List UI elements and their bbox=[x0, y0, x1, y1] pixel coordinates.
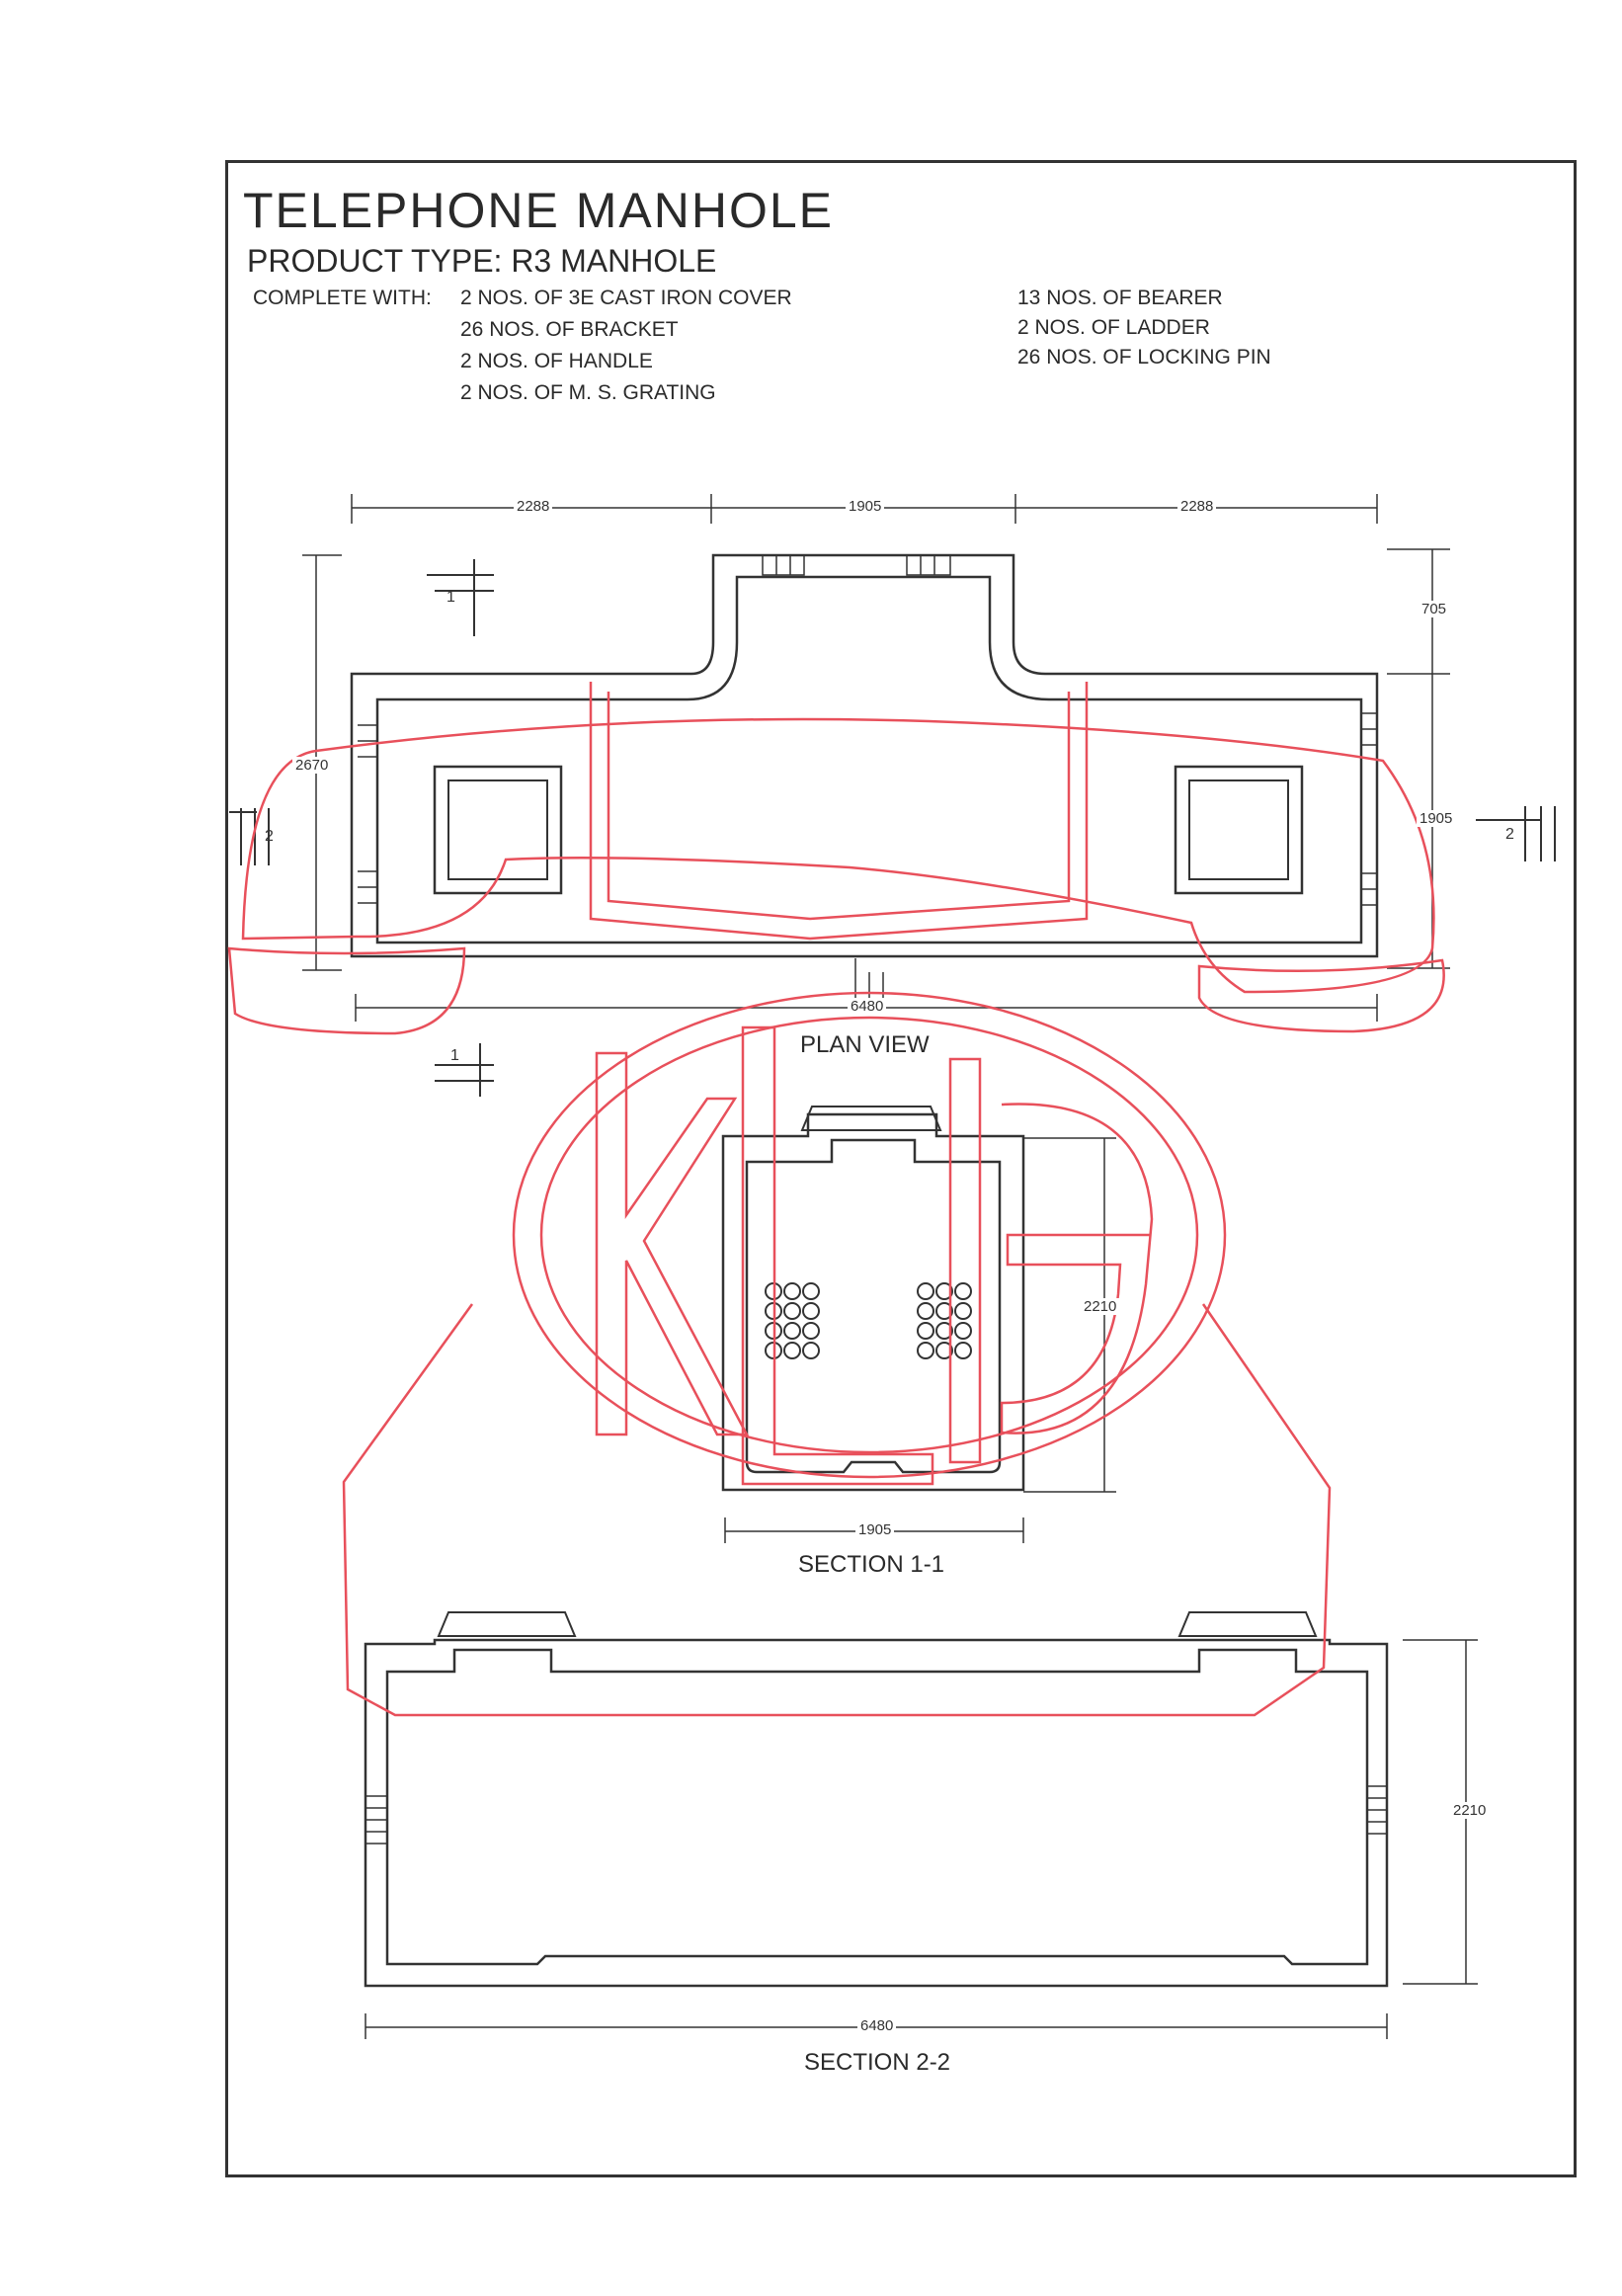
dim-overall-length: 6480 bbox=[848, 998, 887, 1015]
section1-dimension bbox=[724, 1137, 1116, 1543]
dim-section1-width: 1905 bbox=[855, 1521, 895, 1538]
section-mark-2-left: 2 bbox=[265, 828, 274, 845]
section1-caption: SECTION 1-1 bbox=[798, 1551, 945, 1578]
complete-with-label: COMPLETE WITH: bbox=[253, 287, 432, 309]
plan-outer-outline bbox=[350, 553, 1379, 958]
plan-ladder-right bbox=[1361, 712, 1377, 906]
plan-neck-slots bbox=[762, 554, 951, 576]
item-left: 2 NOS. OF M. S. GRATING bbox=[460, 381, 716, 404]
section2-ladder-left bbox=[365, 1795, 387, 1845]
dim-section1-height: 2210 bbox=[1081, 1298, 1120, 1315]
drawing-border bbox=[225, 160, 1577, 2177]
item-left: 26 NOS. OF BRACKET bbox=[460, 318, 679, 341]
section1-cover bbox=[800, 1106, 942, 1131]
plan-ladder-left bbox=[358, 724, 377, 904]
section-mark-2-right: 2 bbox=[1505, 826, 1514, 843]
dim-section2-length: 6480 bbox=[857, 2017, 897, 2034]
klg-stamp bbox=[227, 682, 1445, 1717]
section-cut-marks bbox=[229, 559, 1556, 1097]
section1-inner bbox=[745, 1138, 1002, 1474]
section2-cover-right bbox=[1177, 1611, 1318, 1637]
plan-opening-left bbox=[433, 765, 563, 895]
section-mark-1-top: 1 bbox=[446, 589, 455, 606]
item-right: 2 NOS. OF LADDER bbox=[1017, 316, 1210, 339]
dim-right-width: 2288 bbox=[1177, 498, 1217, 515]
drawing-title: TELEPHONE MANHOLE bbox=[243, 183, 835, 238]
section2-inner bbox=[385, 1648, 1369, 1966]
dim-left-width: 2288 bbox=[514, 498, 553, 515]
section2-caption: SECTION 2-2 bbox=[804, 2049, 951, 2076]
dim-body-depth: 1905 bbox=[1417, 810, 1456, 827]
product-type: PRODUCT TYPE: R3 MANHOLE bbox=[247, 243, 717, 279]
section2-cover-left bbox=[437, 1611, 577, 1637]
item-left: 2 NOS. OF HANDLE bbox=[460, 350, 653, 372]
dim-center-width: 1905 bbox=[846, 498, 885, 515]
section1-duct-holes-right bbox=[917, 1282, 972, 1359]
dim-neck-depth: 705 bbox=[1419, 601, 1450, 617]
item-right: 13 NOS. OF BEARER bbox=[1017, 287, 1223, 309]
section2-dimension bbox=[365, 1639, 1478, 2039]
section2-ladder-right bbox=[1367, 1785, 1387, 1835]
section-mark-1-bottom: 1 bbox=[450, 1047, 459, 1064]
section1-outline bbox=[721, 1112, 1025, 1492]
plan-view-caption: PLAN VIEW bbox=[800, 1031, 930, 1058]
item-left: 2 NOS. OF 3E CAST IRON COVER bbox=[460, 287, 792, 309]
plan-inner-outline bbox=[375, 575, 1363, 944]
plan-opening-right bbox=[1174, 765, 1304, 895]
dim-section2-height: 2210 bbox=[1450, 1802, 1490, 1819]
section2-outline bbox=[364, 1638, 1389, 1988]
dim-overall-depth: 2670 bbox=[292, 757, 332, 774]
item-right: 26 NOS. OF LOCKING PIN bbox=[1017, 346, 1271, 369]
